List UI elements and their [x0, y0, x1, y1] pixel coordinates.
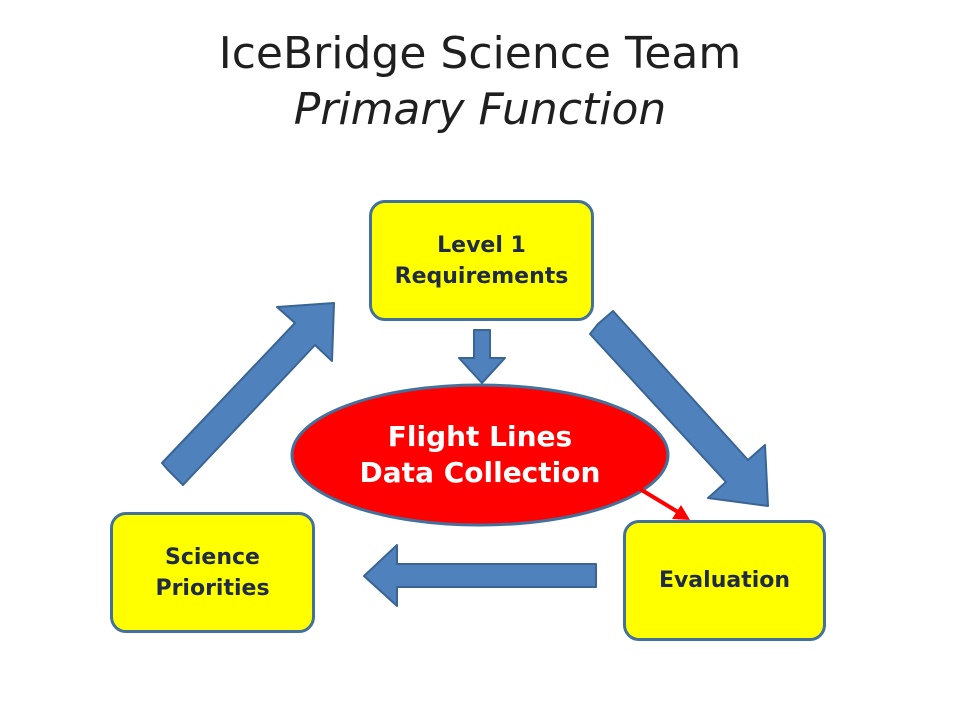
arrow-evaluation-to-science: [363, 544, 597, 607]
title-line-2: Primary Function: [293, 84, 667, 135]
flight-line-1: Flight Lines: [387, 420, 573, 453]
arrow-level1-to-flight: [458, 329, 506, 384]
evaluation-label: Evaluation: [659, 565, 790, 596]
flight-lines-ellipse: [290, 383, 670, 527]
level1-requirements-label: Level 1 Requirements: [395, 230, 569, 292]
level1-line-2: Requirements: [394, 263, 569, 289]
science-line-2: Priorities: [155, 575, 270, 601]
science-priorities-label: Science Priorities: [155, 542, 269, 604]
flight-lines-label: Flight Lines Data Collection: [290, 385, 670, 525]
arrow-level1-to-evaluation: [589, 310, 769, 507]
connector-arrowhead: [672, 505, 690, 520]
title-line-1: IceBridge Science Team: [218, 28, 742, 79]
evaluation-line-1: Evaluation: [658, 568, 791, 593]
level1-requirements-box: Level 1 Requirements: [369, 200, 594, 321]
slide-title: IceBridge Science Team Primary Function: [0, 26, 960, 138]
science-line-1: Science: [165, 544, 260, 570]
evaluation-box: Evaluation: [623, 520, 826, 641]
connector-flight-to-evaluation: [638, 487, 680, 514]
arrow-science-to-level1: [161, 302, 335, 486]
science-priorities-box: Science Priorities: [110, 512, 315, 633]
flight-line-2: Data Collection: [359, 456, 601, 489]
level1-line-1: Level 1: [437, 232, 526, 258]
